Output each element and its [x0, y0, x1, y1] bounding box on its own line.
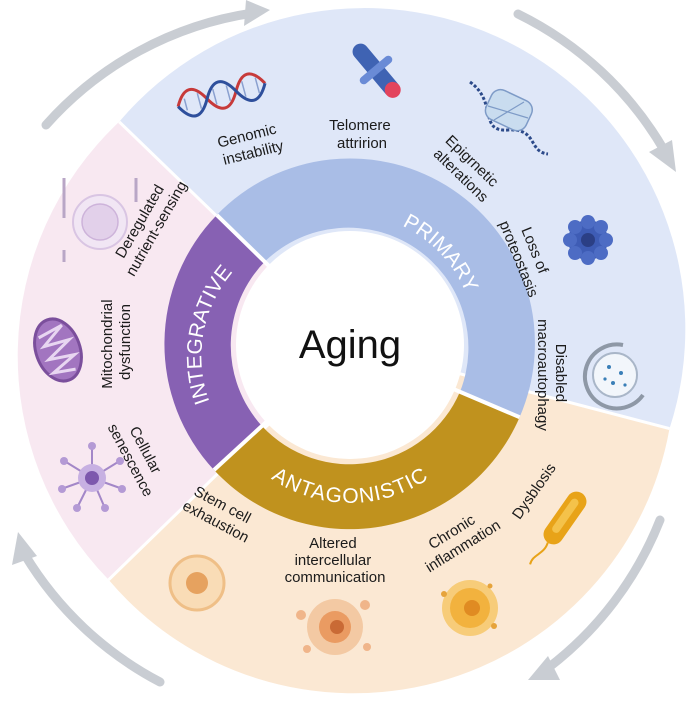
cycle-arrow-head [528, 656, 560, 680]
bacterium-icon [529, 491, 587, 565]
cycle-arrow-head [649, 140, 676, 172]
dna-icon [176, 72, 267, 118]
cycle-arrows [12, 0, 676, 687]
chromosome-icon [352, 43, 401, 98]
center-title: Aging [299, 323, 401, 367]
cycle-arrow-icon [41, 8, 258, 130]
hallmark-mitochondrial-dysfunction: Mitochondrial dysfunction [99, 295, 134, 388]
nucleosome-icon [469, 80, 549, 156]
center-hub: Aging [236, 231, 464, 459]
hallmark-telomere-attrition: Telomere attririon [329, 117, 395, 152]
cycle-arrow-head [12, 532, 37, 565]
cycle-arrow-icon [513, 9, 669, 155]
senescent-cell-icon [58, 442, 126, 512]
integrative-band [164, 215, 266, 470]
antagonistic-band [214, 391, 520, 530]
hallmark-disabled-macroautophagy: Disabled macroautophagy [534, 319, 569, 431]
primary-band [216, 158, 535, 418]
hallmark-genomic-instability: Genomic instability [216, 120, 287, 169]
cycle-arrow-icon [543, 515, 665, 673]
communicating-cell-icon [296, 599, 371, 655]
inflamed-cell-icon [441, 580, 498, 636]
autophagosome-icon [582, 342, 645, 411]
hallmark-altered-intercellular-communication: Altered intercellular communication [285, 535, 386, 586]
mitochondrion-icon [33, 317, 83, 383]
protein-complex-icon [563, 215, 613, 265]
hallmark-icons [33, 43, 645, 655]
cycle-arrow-head [244, 0, 270, 26]
stem-cell-icon [168, 554, 226, 612]
plate-icon [62, 178, 138, 262]
cycle-arrow-icon [20, 550, 165, 687]
